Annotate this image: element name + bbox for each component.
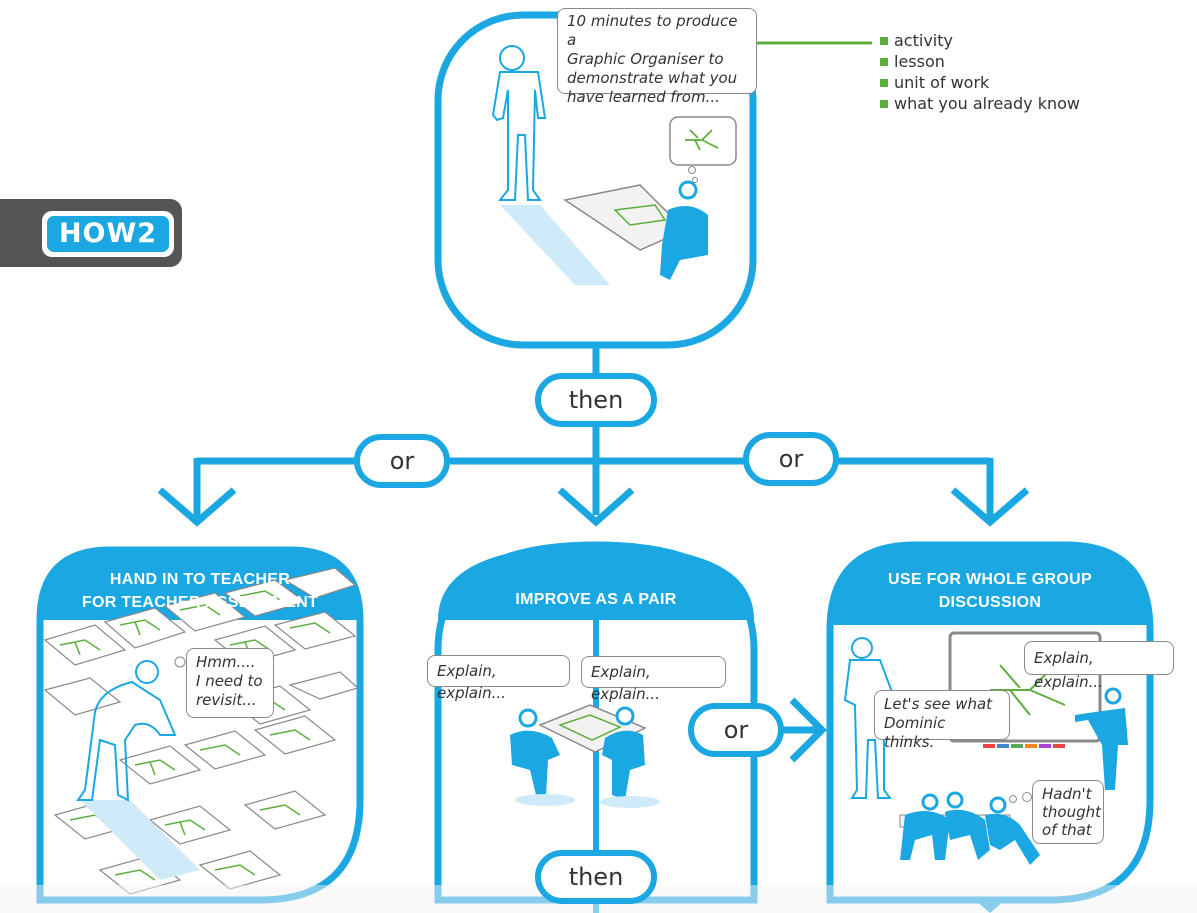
- task-line: have learned from...: [567, 88, 720, 106]
- or-connector-left: or: [354, 434, 450, 488]
- or-connector-right: or: [743, 432, 839, 486]
- legend-item: lesson: [880, 51, 1080, 72]
- task-speech-bubble: 10 minutes to produce a Graphic Organise…: [557, 8, 757, 106]
- or-connector-middle: or: [688, 703, 784, 757]
- right-panel-heading: USE FOR WHOLE GROUP DISCUSSION: [888, 571, 1092, 611]
- task-line: demonstrate what you: [567, 69, 738, 87]
- legend-item: what you already know: [880, 93, 1080, 114]
- group-thought-bubble: Hadn't thought of that: [1032, 780, 1104, 844]
- task-line: Graphic Organiser to: [567, 50, 724, 68]
- legend-item: activity: [880, 30, 1080, 51]
- presenting-student-icon: [1075, 687, 1128, 790]
- student-speech-bubble: Explain, explain...: [1024, 641, 1174, 691]
- explain-bubble-right: Explain, explain...: [581, 656, 726, 703]
- student-right-icon: [602, 706, 645, 800]
- then-connector-bottom: then: [535, 850, 657, 904]
- teacher-speech-bubble: Let's see what Dominic thinks.: [874, 690, 1010, 751]
- task-line: 10 minutes to produce a: [567, 12, 738, 49]
- teacher-shadow: [500, 205, 610, 285]
- logo-text: HOW2: [47, 216, 169, 252]
- bending-teacher-shadow: [80, 800, 200, 880]
- arrow-right: [950, 487, 1030, 527]
- then-connector-top: then: [535, 373, 657, 427]
- how2-logo: HOW2: [0, 199, 182, 267]
- arrow-to-right-panel: [789, 697, 827, 763]
- arrow-middle: [557, 487, 635, 527]
- student-figure-icon: [660, 180, 708, 280]
- teacher-figure-icon: [491, 45, 547, 201]
- marker-strip: [983, 744, 1065, 748]
- arrow-left: [157, 487, 237, 527]
- middle-panel-heading: IMPROVE AS A PAIR: [515, 591, 677, 608]
- group-students-icon: [899, 791, 1040, 865]
- revisit-speech-bubble: Hmm.... I need to revisit...: [186, 648, 274, 718]
- student-left-icon: [510, 708, 560, 795]
- left-panel-heading: HAND IN TO TEACHER FOR TEACHER ASSESSMEN…: [81, 571, 319, 611]
- bending-teacher-icon: [76, 660, 177, 802]
- legend: activity lesson unit of work what you al…: [880, 30, 1080, 114]
- legend-item: unit of work: [880, 72, 1080, 93]
- explain-bubble-left: Explain, explain...: [427, 655, 570, 702]
